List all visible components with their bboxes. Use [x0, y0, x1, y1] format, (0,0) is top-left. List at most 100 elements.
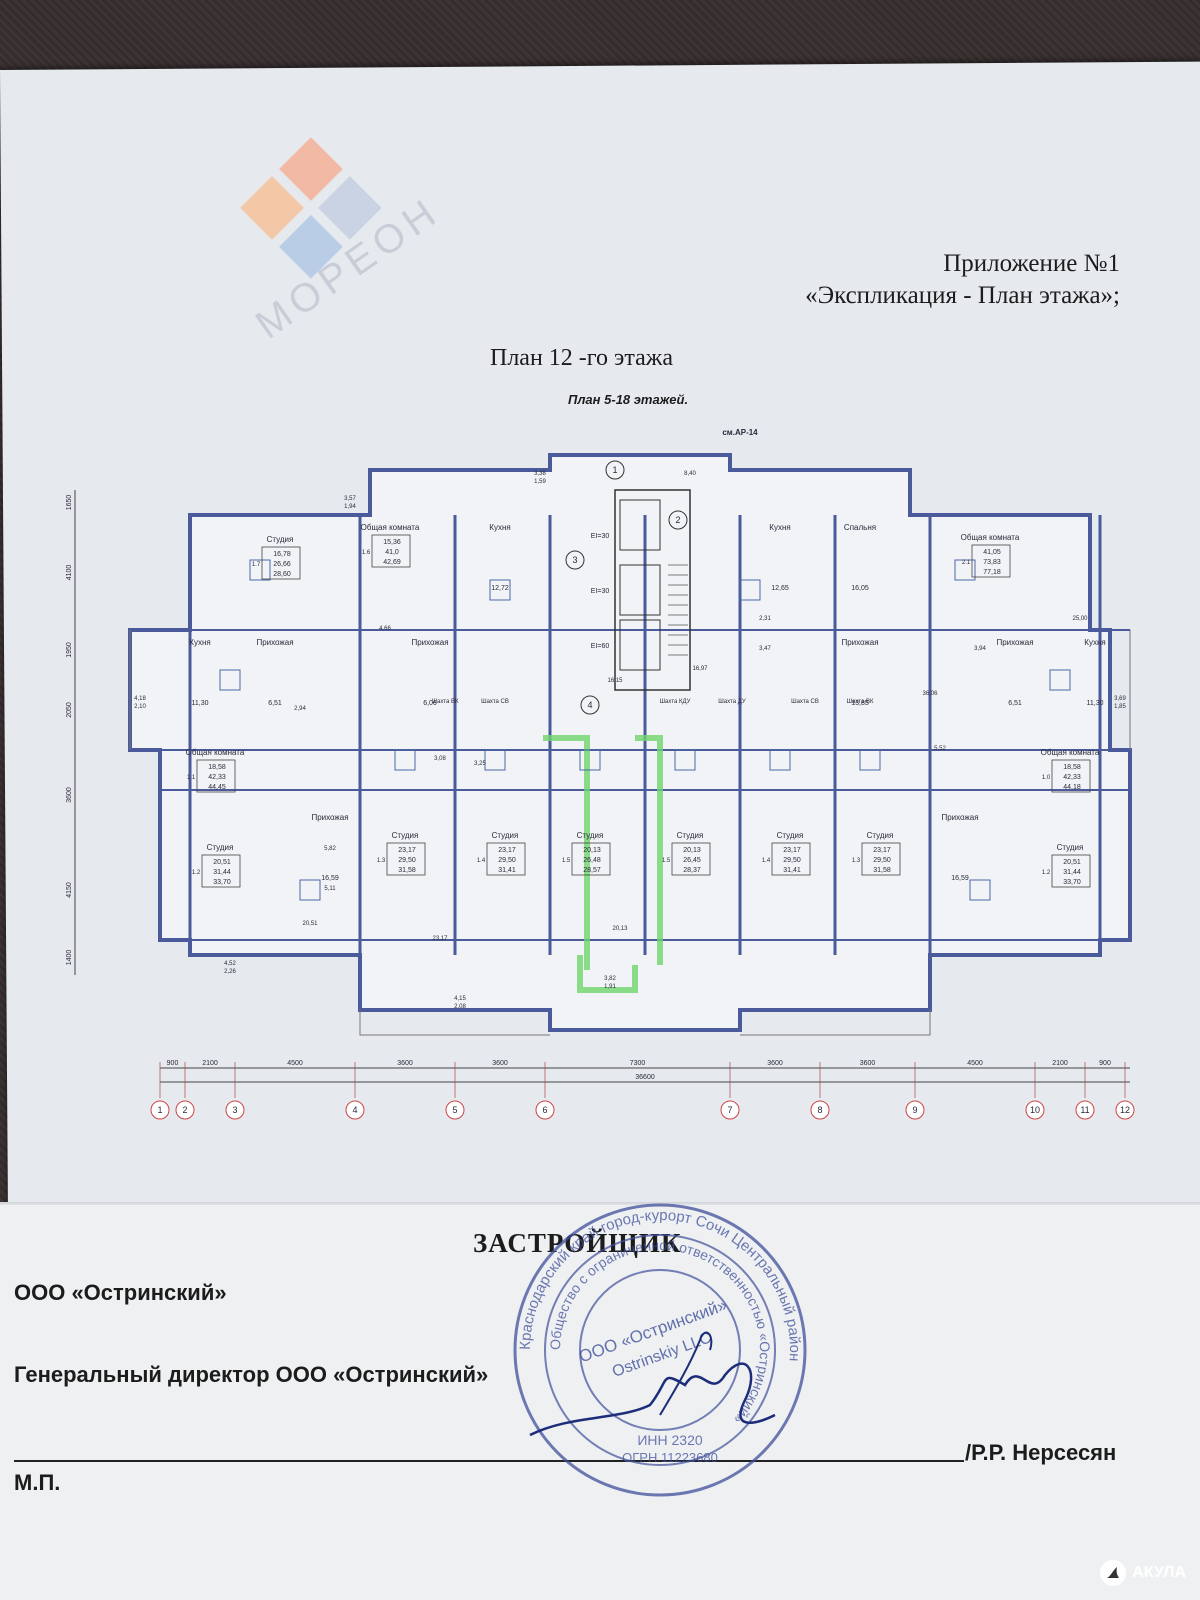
akula-badge-text: АКУЛА: [1132, 1564, 1186, 1581]
area-small-label: 4,18: [134, 696, 146, 702]
room-left-area: 33,70: [213, 879, 231, 886]
area-box: [486, 842, 526, 876]
axis-bubble: [175, 1100, 195, 1120]
area-box: [1051, 854, 1091, 888]
axis-label: 9: [912, 1105, 917, 1115]
axis-bubble: [720, 1100, 740, 1120]
room-left-area: 16,59: [321, 875, 339, 882]
room-studio-area: 23,17: [498, 847, 516, 854]
room-right-name: Прихожая: [996, 638, 1033, 647]
area-small-label: 20,51: [302, 921, 318, 927]
room-right-area: 33,70: [1063, 879, 1081, 886]
room-left-area: 42,33: [208, 774, 226, 781]
stair-bubble: [668, 510, 688, 530]
fixture-block: [394, 749, 416, 771]
room-studio-num: 1.4: [762, 858, 771, 864]
axis-label: 1: [157, 1105, 162, 1115]
room-right-area: 16,59: [951, 875, 969, 882]
fixture-block: [249, 559, 271, 581]
shaft-label: Шахта ВК: [432, 699, 459, 705]
area-box: [671, 842, 711, 876]
room-top-left-area: 42,69: [383, 559, 401, 566]
dim-bottom-label: 4500: [287, 1060, 303, 1067]
area-small-label: 2,26: [224, 969, 236, 975]
dim-bottom-label: 900: [1099, 1060, 1111, 1067]
room-right-area: 18,58: [1063, 764, 1081, 771]
room-top-right-area: 12,65: [771, 585, 789, 592]
room-studio-num: 1.4: [477, 858, 486, 864]
appendix-block: Приложение №1 «Экспликация - План этажа»…: [805, 248, 1120, 312]
area-small-label: 20,13: [612, 926, 628, 932]
room-top-right-name: Спальня: [844, 523, 876, 532]
room-studio-name: Студия: [867, 831, 894, 840]
area-box: [861, 842, 901, 876]
room-studio-area: 23,17: [398, 847, 416, 854]
signature-flourish: [659, 1331, 713, 1416]
room-studio-area: 29,50: [498, 857, 516, 864]
room-studio-area: 31,41: [498, 867, 516, 874]
room-top-left-num: 1.6: [362, 550, 371, 556]
area-small-label: 4,15: [454, 996, 466, 1002]
fixture-block: [579, 749, 601, 771]
area-small-label: 2,31: [759, 616, 771, 622]
signature-line: [14, 1460, 964, 1462]
room-studio-area: 29,50: [873, 857, 891, 864]
room-studio-area: 28,37: [683, 867, 701, 874]
fixture-block: [1049, 669, 1071, 691]
dim-left-label: 1950: [66, 642, 73, 658]
company-name: ООО «Остринский»: [14, 1280, 227, 1305]
dim-left-label: 1650: [66, 495, 73, 511]
room-studio-area: 26,45: [683, 857, 701, 864]
axis-label: 11: [1080, 1105, 1089, 1115]
area-box: [1051, 759, 1091, 793]
room-top-left-name: Общая комната: [361, 523, 420, 532]
room-left-name: Прихожая: [256, 638, 293, 647]
room-top-left-area: 41,0: [385, 549, 399, 556]
core-box: [614, 489, 691, 691]
room-studio-num: 1.3: [377, 858, 386, 864]
stair-bubble: [605, 460, 625, 480]
dim-bottom-label: 7300: [630, 1060, 646, 1067]
dim-bottom-label: 3600: [492, 1060, 508, 1067]
room-studio-name: Студия: [492, 831, 519, 840]
area-small-label: 4,66: [379, 626, 391, 632]
room-studio-area: 29,50: [398, 857, 416, 864]
axis-bubble: [1075, 1100, 1095, 1120]
room-top-left-area: 28,60: [273, 571, 291, 578]
fixture-block: [219, 669, 241, 691]
dim-left-label: 3600: [66, 787, 73, 803]
fixture-block: [969, 879, 991, 901]
appendix-line2: «Экспликация - План этажа»;: [805, 282, 1120, 309]
room-left-name: Студия: [207, 843, 234, 852]
axis-bubble: [1025, 1100, 1045, 1120]
axis-label: 8: [817, 1105, 822, 1115]
area-small-label: 2,08: [454, 1004, 466, 1010]
room-studio-num: 1.3: [852, 858, 861, 864]
dim-total-label: 36600: [635, 1074, 655, 1081]
axis-bubble: [345, 1100, 365, 1120]
fixture-block: [489, 579, 511, 601]
fixture-block: [484, 749, 506, 771]
moreon-watermark: МОРЕОН: [240, 137, 448, 347]
area-small-label: 1,94: [344, 504, 356, 510]
area-box: [386, 842, 426, 876]
area-small-label: 8,40: [684, 471, 696, 477]
area-small-label: 25,00: [1072, 616, 1088, 622]
area-small-label: 23,17: [432, 936, 448, 942]
room-top-left-area: 15,36: [383, 539, 401, 546]
fixture-block: [739, 579, 761, 601]
stair-number: 4: [587, 700, 592, 710]
room-studio-area: 23,17: [783, 847, 801, 854]
axis-label: 4: [352, 1105, 357, 1115]
shaft-label: Шахта КДУ: [660, 699, 691, 705]
area-small-label: 16,15: [607, 678, 623, 684]
room-top-right-name: Кухня: [769, 523, 790, 532]
area-box: [201, 854, 241, 888]
axis-label: 10: [1030, 1105, 1040, 1115]
area-box: [261, 546, 301, 580]
fixture-block: [769, 749, 791, 771]
area-small-label: 3,38: [534, 471, 546, 477]
area-box: [196, 759, 236, 793]
